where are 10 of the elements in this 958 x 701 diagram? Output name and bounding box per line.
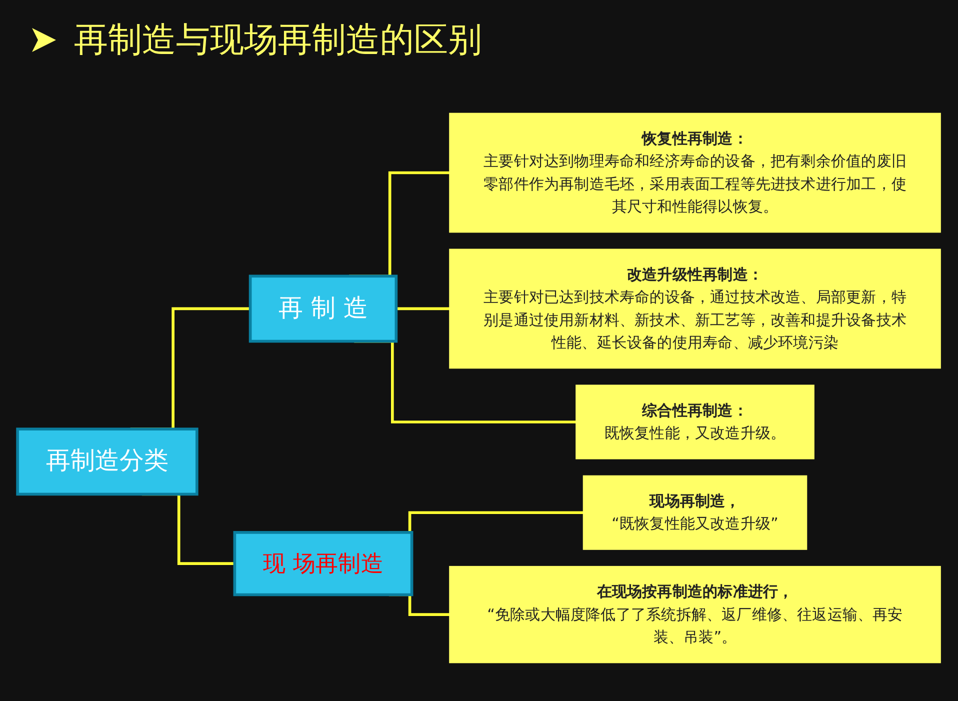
node-box: 恢复性再制造： 主要针对达到物理寿命和经济寿命的设备，把有剩余价值的废旧零部件作为再制造毛坯，采用表面工程等先进技术进行加工，使其尺寸和性能得以恢复。 — [449, 112, 941, 233]
node-box: 综合性再制造： 既恢复性能，又改造升级。 — [576, 384, 814, 460]
node-box: 再制造分类 — [16, 428, 198, 496]
node-box: 在现场按再制造的标准进行， “免除或大幅度降低了了系统拆解、返厂维修、往返运输、再安装、吊装”。 — [449, 566, 941, 664]
node-box: 现场再制造， “既恢复性能又改造升级” — [582, 475, 808, 550]
node-box: 再 制 造 — [248, 274, 398, 343]
title: 再制造与现场再制造的区别 — [74, 19, 482, 62]
node-box: 改造升级性再制造： 主要针对已达到技术寿命的设备，通过技术改造、局部更新，特别是通过使用新材料、新技术、新工艺等，改善和提升设备技术性能、延长设备的使用寿命、减少环境污染 — [449, 248, 941, 369]
connector — [396, 307, 450, 310]
node-box: 现 场再制造 — [233, 531, 414, 596]
